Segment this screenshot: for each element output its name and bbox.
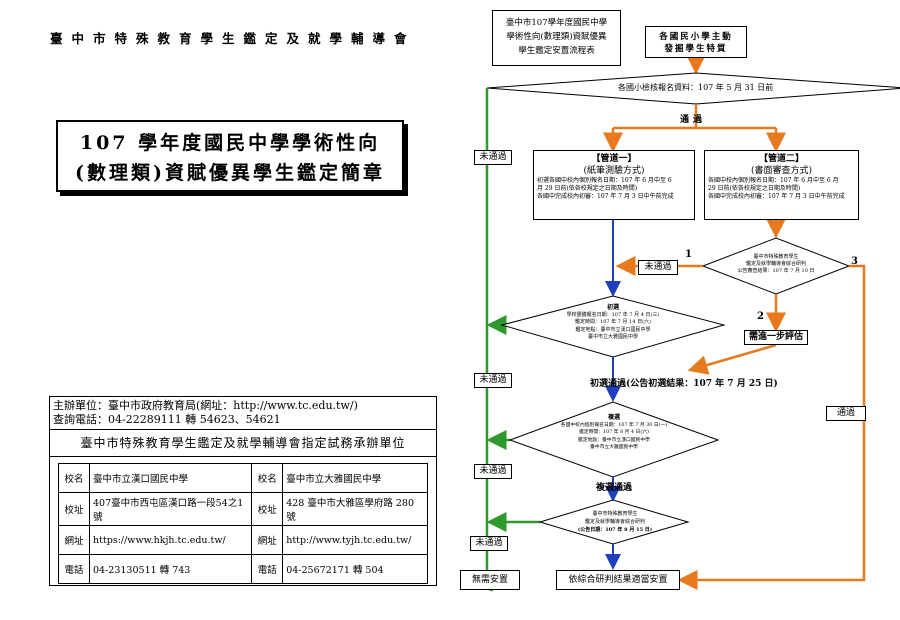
flowchart-title-box: 臺中市107學年度國民中學 學術性向(數理類)資賦優異 學生鑑定安置流程表 [492, 10, 621, 66]
flowchart-title-line: 臺中市107學年度國民中學 [505, 18, 608, 28]
second-selection-title: 複選 [607, 414, 620, 421]
diamond-final-review: 臺中市特殊教育學生 鑑定及就學輔導會綜合研判 (公告日期：107 年 8 月 1… [570, 510, 660, 534]
final-review-line: (公告日期：107 年 8 月 15 日) [577, 527, 653, 533]
table-row: 網址 https://www.hkjh.tc.edu.tw/ 網址 http:/… [58, 525, 428, 555]
fail-label: 未通過 [470, 536, 508, 551]
channel-two-line: 各國中完成校內初審：107 年 7 月 3 日中午前完成 [708, 193, 845, 200]
diamond-second-selection: 複選 各國中校內個別報名日期：107 年 7 月 30 日(一) 鑑定時間：10… [556, 414, 672, 452]
info-box: 主辦單位：臺中市政府教育局(網址：http://www.tc.edu.tw/) … [49, 396, 437, 586]
phone-info: 查詢電話：04-22289111 轉 54623、54621 [53, 413, 281, 426]
table-cell: 網址 [251, 525, 284, 555]
start-line: 各國民小學主動 [659, 32, 733, 42]
assign-title: 臺中市特殊教育學生鑑定及就學輔導會指定試務承辦單位 [50, 429, 436, 457]
table-cell: 臺中市立漢口國民中學 [88, 463, 253, 493]
second-selection-line: 各國中校內個別報名日期：107 年 7 月 30 日(一) [560, 422, 668, 428]
main-title-box: 107 學年度國民中學學術性向 (數理類)資賦優異學生鑑定簡章 [56, 120, 404, 192]
table-cell: 校址 [251, 492, 284, 526]
host-info: 主辦單位：臺中市政府教育局(網址：http://www.tc.edu.tw/) [53, 399, 358, 412]
flowchart-title-line: 學術性向(數理類)資賦優異 [506, 32, 607, 42]
second-selection-line: 鑑定地點：臺中市立漢口國民中學 [578, 437, 650, 443]
fail-label: 未通過 [474, 464, 512, 479]
branch-number-3: 3 [851, 256, 858, 267]
table-cell: 電話 [251, 554, 284, 584]
branch-number-1: 1 [685, 249, 692, 260]
final-review-line: 鑑定及就學輔導會綜合研判 [584, 519, 645, 525]
first-selection-line: 學校團體報名日期：107 年 7 月 4 日(三) [566, 311, 660, 318]
school-table: 校名 臺中市立漢口國民中學 校名 臺中市立大雅國民中學 校址 407臺中市西屯區… [58, 463, 428, 584]
first-selection-title: 初選 [606, 304, 619, 311]
channel-two-line: 各國中校內個別報名日期：107 年 6 月中至 6 月 [708, 177, 839, 184]
channel-one-line: 月 29 日前(依各校規定之日期及時間) [537, 185, 638, 192]
no-placement-box: 無需安置 [460, 570, 520, 590]
pass-label: 通過 [680, 115, 707, 125]
channel-two-box: 【管道二】 (書面審查方式) 各國中校內個別報名日期：107 年 6 月中至 6… [704, 150, 859, 220]
second-pass-label: 複選通過 [596, 483, 633, 493]
channel-one-subtitle: (紙筆測驗方式) [583, 166, 645, 176]
second-selection-line: 臺中市立大雅國民中學 [590, 445, 638, 450]
fail-label: 未通過 [474, 373, 512, 388]
pass-label: 通過 [826, 406, 866, 421]
table-row: 電話 04-23130511 轉 743 電話 04-25672171 轉 50… [58, 554, 428, 584]
table-cell: 電話 [58, 554, 90, 584]
flowchart-title-line: 學生鑑定安置流程表 [518, 46, 595, 56]
start-box: 各國民小學主動 發掘學生特質 [645, 26, 747, 58]
diamond-review: 臺中市特殊教育學生 鑑定及就學輔導會綜合研判 公告審查結果：107 年 7 月 … [730, 254, 822, 275]
branch-number-2: 2 [757, 311, 764, 322]
table-cell: 04-25672171 轉 504 [282, 554, 428, 584]
org-title: 臺中市特殊教育學生鑑定及就學輔導會 [50, 31, 416, 46]
first-selection-line: 鑑定地點：臺中市立漢口國民中學 [575, 326, 651, 333]
table-cell: 校名 [251, 463, 284, 493]
diamond-review-line: 公告審查結果：107 年 7 月 10 日 [737, 268, 815, 274]
table-cell: 04-23130511 轉 743 [88, 554, 253, 584]
diamond-check-registration: 各國小檢核報名資料：107 年 5 月 31 日前 [618, 83, 774, 92]
channel-one-title: 【管道一】 [591, 154, 637, 164]
table-row: 校名 臺中市立漢口國民中學 校名 臺中市立大雅國民中學 [58, 463, 428, 493]
fail-label: 未通過 [638, 260, 678, 275]
start-line: 發掘學生特質 [664, 44, 728, 54]
placement-box: 依綜合研判結果適當安置 [556, 570, 680, 590]
need-eval-label: 需進一步評估 [744, 330, 808, 345]
diamond-review-line: 臺中市特殊教育學生 [753, 254, 799, 260]
diamond-first-selection: 初選 學校團體報名日期：107 年 7 月 4 日(三) 鑑定時間：107 年 … [554, 304, 672, 342]
table-cell: 臺中市立大雅國民中學 [282, 463, 428, 493]
channel-one-line: 各國中完成校內初審：107 年 7 月 3 日中午前完成 [537, 193, 674, 200]
first-selection-line: 鑑定時間：107 年 7 月 14 日(六) [575, 319, 651, 325]
channel-two-subtitle: (書面審查方式) [750, 166, 813, 176]
main-title-line1: 107 學年度國民中學學術性向 [79, 132, 381, 154]
table-cell[interactable]: https://www.hkjh.tc.edu.tw/ [88, 525, 253, 555]
first-pass-label: 初選通過(公告初選結果：107 年 7 月 25 日) [590, 379, 778, 389]
table-cell: 428 臺中市大雅區學府路 280 號 [282, 492, 428, 526]
channel-one-box: 【管道一】 (紙筆測驗方式) 初選各國中校內個別報名日期：107 年 6 月中至… [533, 150, 695, 220]
fail-label: 未通過 [474, 150, 512, 165]
diamond-review-line: 鑑定及就學輔導會綜合研判 [745, 261, 806, 267]
channel-two-title: 【管道二】 [758, 154, 804, 164]
final-review-line: 臺中市特殊教育學生 [592, 511, 638, 517]
channel-one-line: 初選各國中校內個別報名日期：107 年 6 月中至 6 [537, 177, 672, 184]
main-title-line2: (數理類)資賦優異學生鑑定簡章 [75, 162, 385, 184]
first-selection-line: 臺中市立大雅國民中學 [587, 334, 638, 340]
channel-two-line: 29 日前(依各校規定之日期及時間) [708, 185, 801, 192]
table-row: 校址 407臺中市西屯區漢口路一段54之1號 校址 428 臺中市大雅區學府路 … [58, 492, 428, 526]
second-selection-line: 鑑定時間：107 年 8 月 4 日(六) [579, 430, 649, 435]
table-cell: 407臺中市西屯區漢口路一段54之1號 [88, 492, 253, 526]
